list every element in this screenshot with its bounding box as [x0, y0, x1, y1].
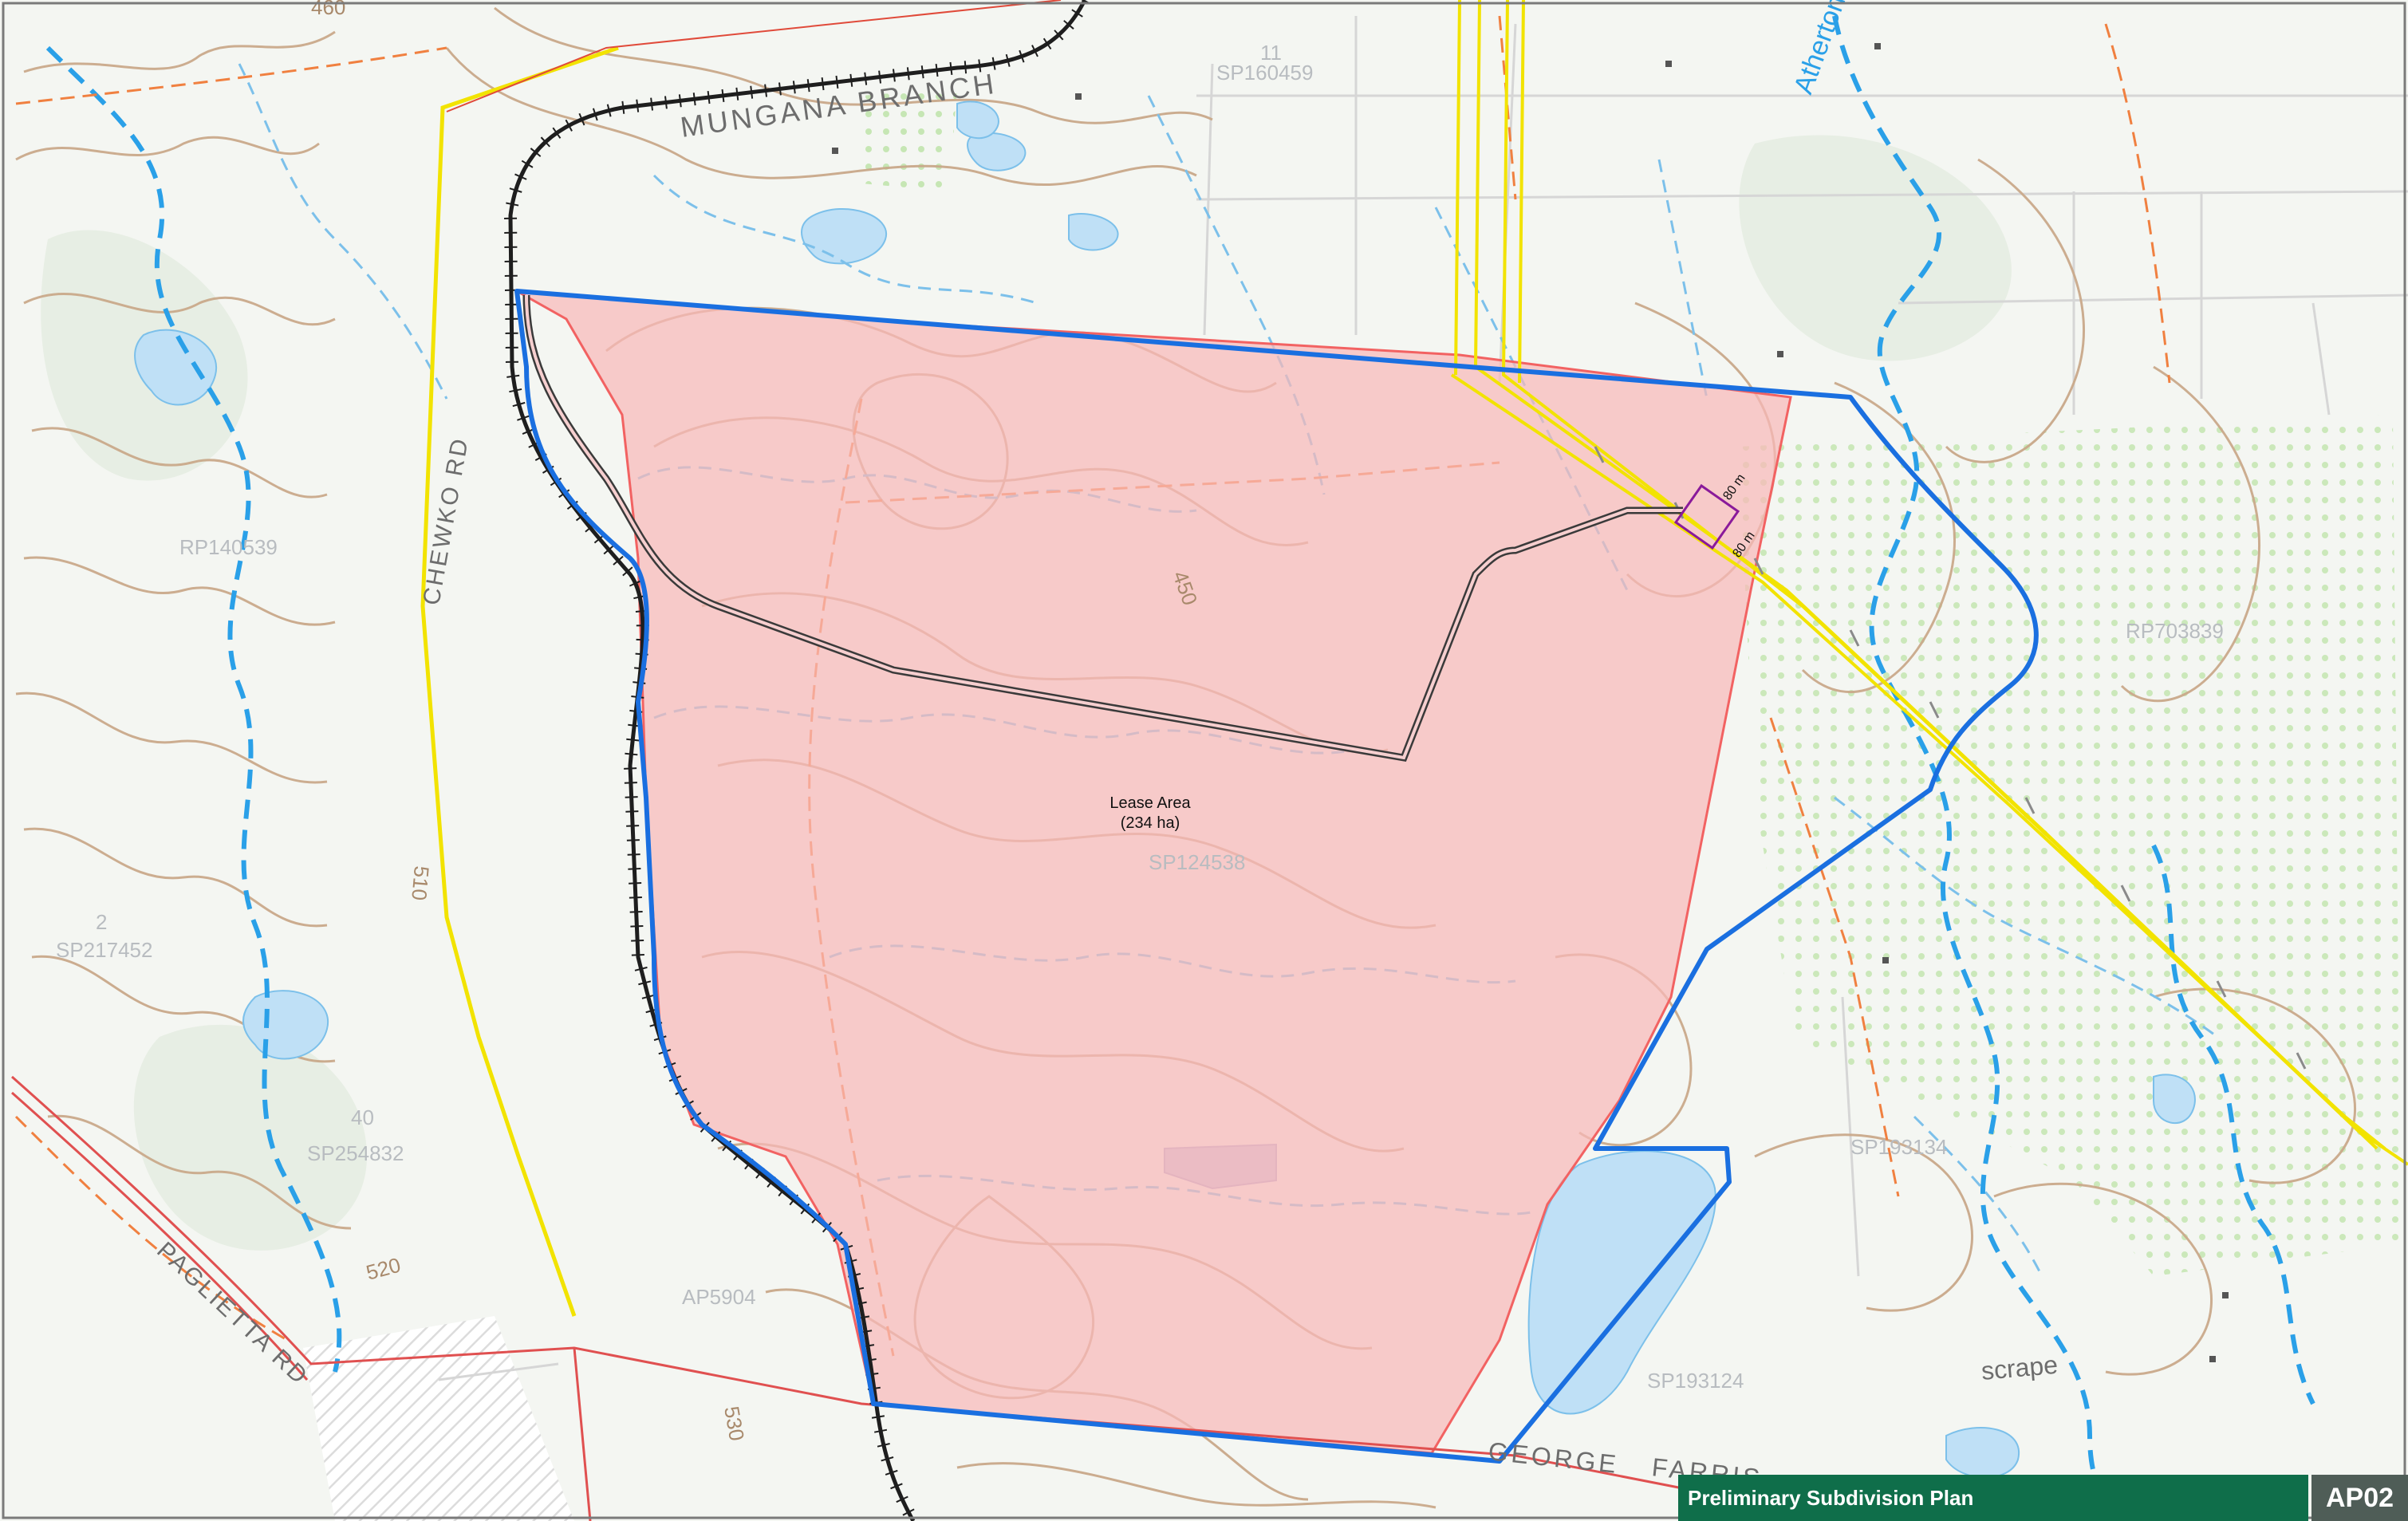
dam-left — [134, 329, 218, 406]
road-edge-red — [446, 0, 1062, 112]
lot-label-ap5904: AP5904 — [682, 1285, 756, 1309]
dam-small-1 — [956, 100, 999, 140]
railway-line — [508, 0, 1087, 1521]
building-markers — [832, 43, 2229, 1362]
plantation-area — [1739, 415, 2401, 1276]
access-road — [522, 294, 1683, 762]
lot-label-sp124538: SP124538 — [1149, 850, 1245, 874]
cadastral-lines — [438, 16, 2408, 1381]
plan-code-box: AP02 — [2311, 1475, 2408, 1521]
creek-left — [45, 45, 342, 1373]
lot-label-11: 11 — [1260, 41, 1282, 65]
plan-code: AP02 — [2325, 1482, 2394, 1513]
lot-label-40: 40 — [351, 1105, 374, 1129]
lot-label-rp703839: RP703839 — [2126, 619, 2224, 643]
lease-area-size: (234 ha) — [1121, 814, 1180, 832]
lot-label-sp217452: SP217452 — [56, 938, 152, 962]
label-scrape: scrape — [1980, 1350, 2059, 1385]
lot-label-sp254832: SP254832 — [307, 1141, 404, 1165]
plan-title: Preliminary Subdivision Plan — [1688, 1485, 1974, 1510]
site-boundary[interactable] — [514, 289, 2039, 1464]
creek-right — [1832, 15, 2123, 1521]
subdivision-parcel[interactable] — [1673, 483, 1740, 550]
dam-top-2 — [967, 132, 1027, 171]
chewko-road-line — [420, 45, 619, 1317]
creek-far-right — [2151, 844, 2315, 1405]
road-lines-red — [11, 1075, 1700, 1521]
hatched-area — [303, 1316, 574, 1521]
dam-top-3 — [1068, 213, 1119, 251]
contour-label-510: 510 — [407, 865, 434, 901]
streams-major — [45, 15, 2315, 1521]
dam-right-1 — [1945, 1427, 2020, 1479]
lot-label-rp140539: RP140539 — [179, 535, 278, 559]
dam-right-2 — [2153, 1074, 2196, 1124]
lot-label-2: 2 — [96, 910, 107, 934]
title-bar: Preliminary Subdivision Plan — [1678, 1475, 2308, 1521]
lot-label-sp193124: SP193124 — [1647, 1369, 1744, 1393]
powerline-corridor — [1450, 0, 2408, 1166]
lease-area-label: Lease Area — [1109, 794, 1191, 812]
contour-label-530: 530 — [719, 1405, 749, 1443]
powerline-ticks — [1594, 446, 2307, 1070]
dam-large — [1527, 1150, 1716, 1415]
lot-label-sp160459: SP160459 — [1216, 61, 1313, 85]
lot-label-sp193134: SP193134 — [1850, 1135, 1947, 1159]
